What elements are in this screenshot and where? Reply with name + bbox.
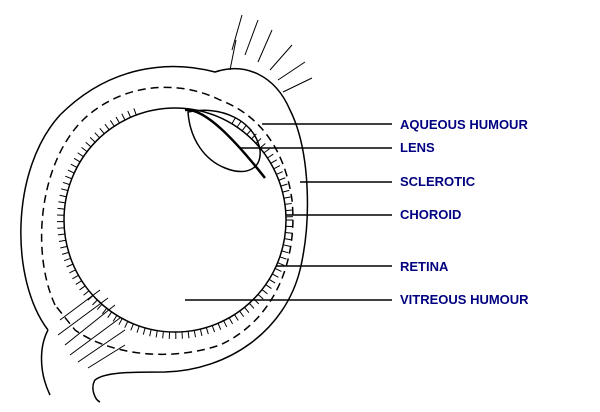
retina-hatch-tick [199,328,203,336]
retina-hatch-tick [73,157,81,163]
iris-line [184,108,266,179]
optic-nerve-edge [40,329,51,396]
retina-hatch-tick [251,133,257,140]
sclera-outer [20,65,309,403]
retina-hatch-tick [62,181,70,186]
retina-hatch-tick [94,132,100,139]
retina-hatch-tick [282,189,290,193]
retina-hatch-tick [284,238,292,241]
retina-hatch-tick [268,278,276,284]
retina-hatch-tick [118,318,123,325]
retina-circle [63,107,287,333]
retina-hatch-tick [57,207,65,210]
retina-hatch-tick [285,231,293,234]
retina-hatch-tick [236,121,242,128]
retina-hatch-tick [67,169,75,174]
retina-hatch-tick [72,274,79,280]
retina-hatch-tick [241,124,247,132]
retina-hatch-tick [284,202,292,205]
retina-hatch-tick [104,123,110,131]
retina-hatch-tick [124,321,129,328]
retina-hatch-tick [109,120,115,127]
retina-hatch-tick [211,325,216,333]
leader-lines [185,123,392,301]
retina-hatch-tick [60,188,69,192]
retina-hatch-tick [205,327,209,335]
retina-hatch-tick [217,323,222,330]
retina-hatch-tick [257,293,264,300]
retina-hatch-tick [267,153,274,159]
retina-hatch-tick [231,117,236,125]
retina-hatch-tick [107,311,113,319]
retina-hatch-tick [280,183,288,187]
retina-hatch-tick [162,331,164,339]
retina-hatch-tick [248,302,255,309]
retina-hatch-tick [75,280,82,285]
retina-hatch-tick [223,320,228,328]
label-aqueous-humour: AQUEOUS HUMOUR [400,117,528,132]
retina-hatch-tick [136,325,140,333]
retina-hatch-tick [89,136,96,143]
retina-hatch-tick [228,317,234,325]
label-sclerotic: SCLEROTIC [400,174,476,189]
label-choroid: CHOROID [400,207,462,222]
retina-hatch-tick [99,127,105,135]
retina-hatch-tick [85,141,92,148]
retina-hatch-tick [58,239,66,242]
retina-hatch-tick [274,267,282,272]
label-retina: RETINA [400,259,449,274]
retina-hatch-tick [61,251,69,255]
retina-hatch-tick [121,113,126,121]
retina-hatch-tick [270,159,278,164]
retina-hatch-tick [63,257,71,262]
retina-hatch-tick [193,330,196,338]
retina-hatch-tick [234,314,239,321]
retina-hatch-tick [277,262,285,266]
retina-hatch-tick [272,273,279,278]
retina-hatch-tick [265,284,272,290]
retina-hatch-tick [149,329,152,337]
retina-hatch-tick [276,171,284,175]
retina-hatch-tick [70,163,78,168]
retina-hatch-tick [155,330,158,338]
retina-hatch-tick [255,138,262,144]
retina-hatch-tick [81,146,88,153]
retina-hatch-tick [133,108,137,116]
retina-hatch-tick [65,175,72,180]
label-lens: LENS [400,140,435,155]
retina-hatch-tick [142,327,146,335]
retina-hatch-tick [79,285,86,291]
label-vitreous-humour: VITREOUS HUMOUR [400,292,529,307]
retina-hatch-tick [239,310,245,318]
retina-hatch-tick [187,331,190,339]
retina-hatch-tick [244,306,250,314]
retina-hatch-tick [283,244,291,247]
retina-hatch-tick [278,177,286,181]
retina-hatch-tick [273,165,281,170]
retina-hatch-tick [96,303,103,310]
retina-hatch-tick [60,245,68,249]
retina-hatch-tick [57,233,65,236]
retina-hatch-tick [279,256,287,260]
retina-hatch-tick [92,299,98,306]
retina-hatch-tick [101,307,108,315]
retina-hatch-tick [69,269,76,274]
retina-hatch-tick [115,116,120,124]
retina-hatch-tick [83,290,90,296]
retina-hatch-tick [285,209,293,212]
retina-hatch-tick [59,194,67,198]
retina-hatch-tick [112,315,118,322]
retina-hatch-tick [58,201,66,204]
retina-hatch-tick [261,289,268,295]
retina-hatch-tick [66,263,74,268]
retina-hatch-tick [283,196,291,199]
retina-hatch-tick [77,152,84,158]
retina-hatch-tick [281,250,289,254]
retina-hatch-tick [127,110,132,118]
choroid-layer [40,86,294,356]
retina-hatch-tick [263,148,270,154]
retina-hatch-tick [130,323,134,331]
